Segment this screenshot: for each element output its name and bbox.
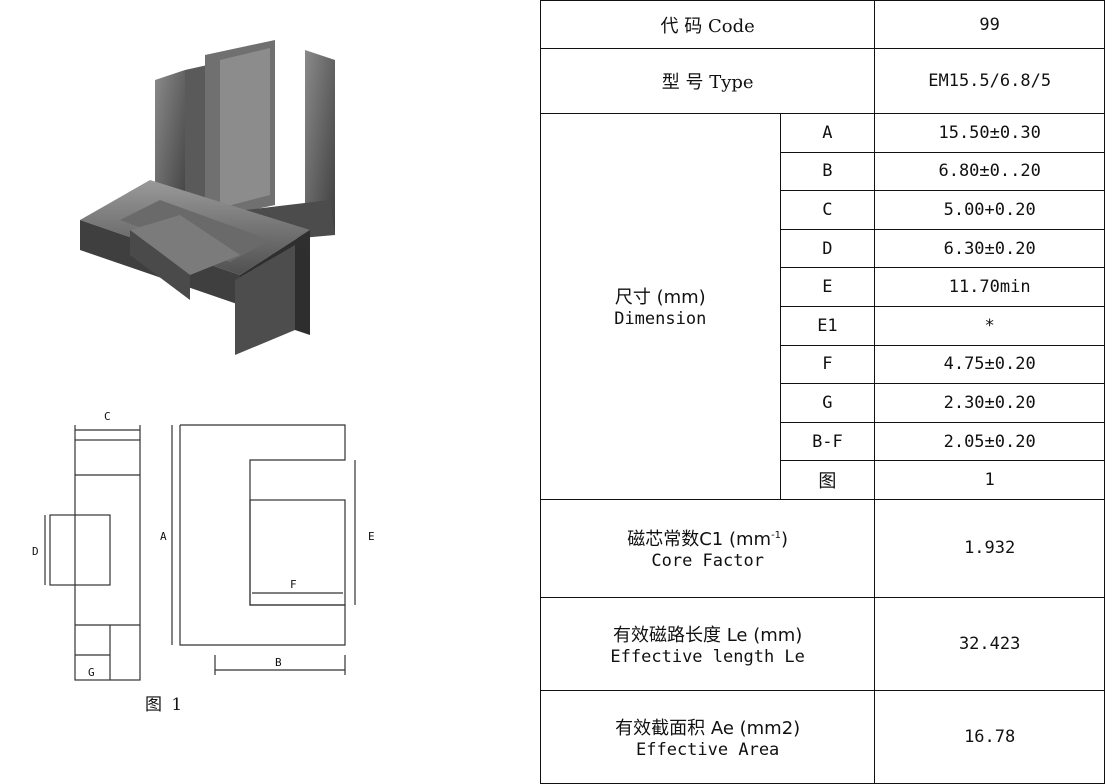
dimension-label-cn: 尺寸 (mm) bbox=[614, 287, 706, 309]
dim-label-d: D bbox=[32, 545, 39, 558]
row-dim-b-f: B-F 2.05±0.20 bbox=[541, 421, 1105, 462]
dim-value: 2.30±0.20 bbox=[874, 383, 1105, 423]
dim-key: G bbox=[779, 383, 876, 423]
dim-value: * bbox=[874, 305, 1105, 346]
row-dim-f: F 4.75±0.20 bbox=[541, 344, 1105, 385]
row-code: 代 码 Code 99 bbox=[539, 0, 1105, 49]
eff-length-label: 有效磁路长度 Le (mm) Effective length Le bbox=[539, 596, 876, 691]
dim-label-c: C bbox=[104, 410, 111, 423]
dim-value: 1 bbox=[874, 460, 1105, 500]
row-dim-d: D 6.30±0.20 bbox=[541, 228, 1105, 269]
code-label: 代 码 Code bbox=[539, 0, 876, 49]
eff-area-label-cn: 有效截面积 Ae (mm2) bbox=[615, 717, 801, 739]
dim-key: D bbox=[779, 228, 876, 269]
dim-value: 5.00+0.20 bbox=[874, 190, 1105, 230]
row-dim-c: C 5.00+0.20 bbox=[541, 190, 1105, 230]
row-dim-a: 尺寸 (mm) Dimension A 15.50±0.30 bbox=[540, 113, 1105, 500]
eff-length-label-en: Effective length Le bbox=[610, 646, 805, 667]
core-factor-label: 磁芯常数C1 (mm-1) Core Factor bbox=[539, 498, 876, 598]
row-dim-e: E 11.70min bbox=[541, 267, 1105, 307]
dim-label-e: E bbox=[368, 530, 375, 543]
dim-key: 图 bbox=[779, 460, 876, 500]
row-effective-length: 有效磁路长度 Le (mm) Effective length Le 32.42… bbox=[539, 596, 1105, 691]
dimension-drawing bbox=[44, 424, 356, 681]
lower-core-half bbox=[80, 180, 310, 355]
dim-label-g: G bbox=[88, 666, 95, 679]
eff-area-label: 有效截面积 Ae (mm2) Effective Area bbox=[539, 689, 876, 784]
dim-key: F bbox=[779, 344, 876, 385]
dim-key: B bbox=[779, 151, 876, 192]
dimension-label: 尺寸 (mm) Dimension bbox=[540, 113, 781, 500]
type-value: EM15.5/6.8/5 bbox=[874, 48, 1105, 114]
core-photo bbox=[80, 40, 335, 355]
core-factor-label-en: Core Factor bbox=[651, 551, 764, 572]
dim-value: 6.30±0.20 bbox=[874, 228, 1105, 269]
row-core-factor: 磁芯常数C1 (mm-1) Core Factor 1.932 bbox=[539, 498, 1105, 598]
dim-key: C bbox=[779, 190, 876, 230]
dim-label-a: A bbox=[160, 530, 167, 543]
row-dim-e1: E1 * bbox=[541, 305, 1105, 346]
dim-key: E bbox=[779, 267, 876, 307]
dim-value: 4.75±0.20 bbox=[874, 344, 1105, 385]
dim-value: 6.80±0..20 bbox=[874, 151, 1105, 192]
dim-value: 11.70min bbox=[874, 267, 1105, 307]
side-view-outline bbox=[74, 439, 141, 681]
code-value: 99 bbox=[874, 0, 1105, 49]
dim-value: 15.50±0.30 bbox=[874, 113, 1105, 153]
front-view-outline bbox=[179, 424, 346, 646]
dim-label-b: B bbox=[275, 656, 282, 669]
row-dim-b: B 6.80±0..20 bbox=[541, 151, 1105, 192]
dim-value: 2.05±0.20 bbox=[874, 421, 1105, 462]
row-dim-g: G 2.30±0.20 bbox=[541, 383, 1105, 423]
eff-area-value: 16.78 bbox=[874, 689, 1105, 784]
dim-label-f: F bbox=[290, 578, 297, 591]
dim-key: E1 bbox=[779, 305, 876, 346]
spec-table: 代 码 Code 99 型 号 Type EM15.5/6.8/5 尺寸 (mm… bbox=[539, 0, 1105, 784]
eff-length-label-cn: 有效磁路长度 Le (mm) bbox=[612, 624, 803, 646]
row-effective-area: 有效截面积 Ae (mm2) Effective Area 16.78 bbox=[539, 689, 1105, 784]
row-type: 型 号 Type EM15.5/6.8/5 bbox=[539, 48, 1105, 114]
figure-caption: 图 1 bbox=[145, 695, 185, 715]
dim-key: B-F bbox=[779, 421, 876, 462]
core-factor-label-cn: 磁芯常数C1 (mm-1) bbox=[627, 529, 789, 551]
dim-key: A bbox=[779, 113, 876, 153]
eff-area-label-en: Effective Area bbox=[636, 739, 780, 760]
row-figure-ref: 图 1 bbox=[541, 460, 1105, 500]
eff-length-value: 32.423 bbox=[874, 596, 1105, 691]
core-factor-value: 1.932 bbox=[874, 498, 1105, 598]
dimension-label-en: Dimension bbox=[614, 309, 707, 330]
type-label: 型 号 Type bbox=[539, 48, 876, 114]
